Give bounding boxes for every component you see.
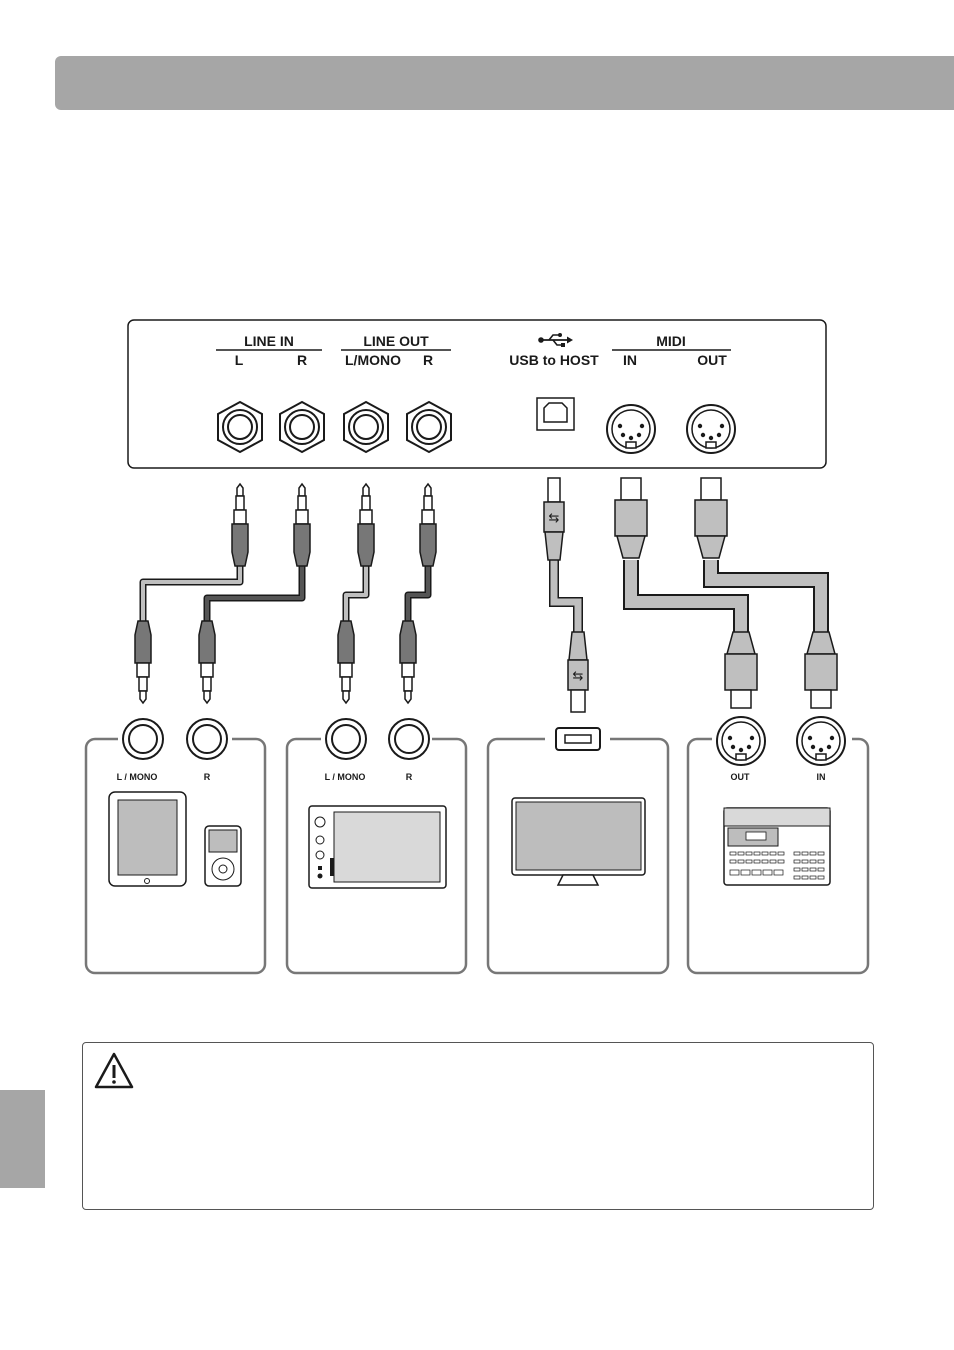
line-in-label: LINE IN [244,333,294,349]
connection-diagram: LINE IN L R LINE OUT L/MONO R USB to HOS… [84,319,870,975]
line-out-r-jack [406,401,452,453]
usb-cable: ⇆ ⇆ [543,477,589,713]
caution-icon [94,1052,134,1089]
device-midi-out-label: OUT [731,772,751,782]
music-player-icon [204,825,242,887]
line-out-l-jack [343,401,389,453]
plug-line-in-l [231,483,249,567]
midi-cables [614,477,838,709]
device-midi-in-port [796,716,846,766]
plug-player-r [198,620,216,704]
mixer-r-label: R [406,772,413,782]
line-in-l-label: L [235,352,244,368]
plug-line-out-l [357,483,375,567]
plug-line-out-r [419,483,437,567]
mixer-l-label: L / MONO [325,772,366,782]
device-midi-in-label: IN [817,772,826,782]
plug-player-l [134,620,152,704]
side-tab [0,1090,45,1188]
player-r-label: R [204,772,211,782]
line-in-r-jack [279,401,325,453]
midi-in-port [606,404,656,454]
midi-out-port [686,404,736,454]
line-out-label: LINE OUT [363,333,429,349]
midi-in-label: IN [623,352,637,368]
usb-b-port [536,397,575,431]
usb-icon [538,333,573,347]
line-in-r-label: R [297,352,307,368]
usb-a-port [555,727,601,751]
plug-line-in-r [293,483,311,567]
plug-mixer-l [337,620,355,704]
monitor-icon [511,797,646,886]
line-in-l-jack [217,401,263,453]
line-out-r-label: R [423,352,433,368]
header-bar [55,56,954,110]
midi-label: MIDI [656,333,686,349]
plug-mixer-r [399,620,417,704]
device-midi-out-port [716,716,766,766]
midi-out-label: OUT [697,352,727,368]
audio-cables [139,560,432,625]
sequencer-icon [723,807,831,886]
svg-text:⇆: ⇆ [573,668,584,683]
device-jacks [122,718,430,760]
caution-box [82,1042,874,1210]
line-out-l-label: L/MONO [345,352,401,368]
tablet-icon [108,791,187,887]
mixer-icon [308,805,447,889]
usb-to-host-label: USB to HOST [509,352,599,368]
player-l-label: L / MONO [117,772,158,782]
svg-text:⇆: ⇆ [549,510,560,525]
